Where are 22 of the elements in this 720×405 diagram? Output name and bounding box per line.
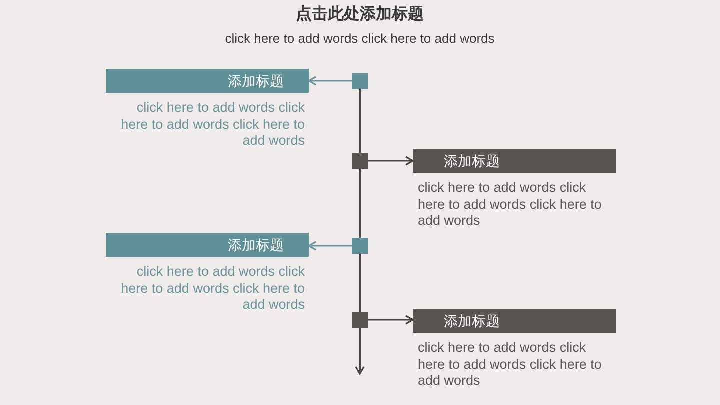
timeline-line: [359, 254, 361, 312]
arrow: [308, 241, 352, 251]
timeline-line: [359, 89, 361, 153]
arrow: [308, 76, 352, 86]
timeline-marker: [352, 73, 368, 89]
description-text: click here to add words click here to add words click here to add words: [120, 264, 305, 314]
timeline-marker: [352, 153, 368, 169]
timeline-marker: [352, 238, 368, 254]
description-text: click here to add words click here to add words click here to add words: [418, 340, 603, 390]
header-bar: 添加标题: [106, 233, 309, 257]
timeline-marker: [352, 312, 368, 328]
header-bar: 添加标题: [106, 69, 309, 93]
subtitle-text: click here to add words click here to add words: [225, 31, 495, 46]
description-text: click here to add words click here to add words click here to add words: [418, 180, 603, 230]
arrow: [368, 315, 414, 325]
timeline-line: [359, 169, 361, 238]
arrow: [368, 156, 414, 166]
diagram-title: 点击此处添加标题: [296, 6, 424, 23]
header-bar: 添加标题: [413, 309, 616, 333]
timeline-arrow: [355, 328, 365, 375]
description-text: click here to add words click here to add words click here to add words: [120, 100, 305, 150]
header-bar: 添加标题: [413, 149, 616, 173]
